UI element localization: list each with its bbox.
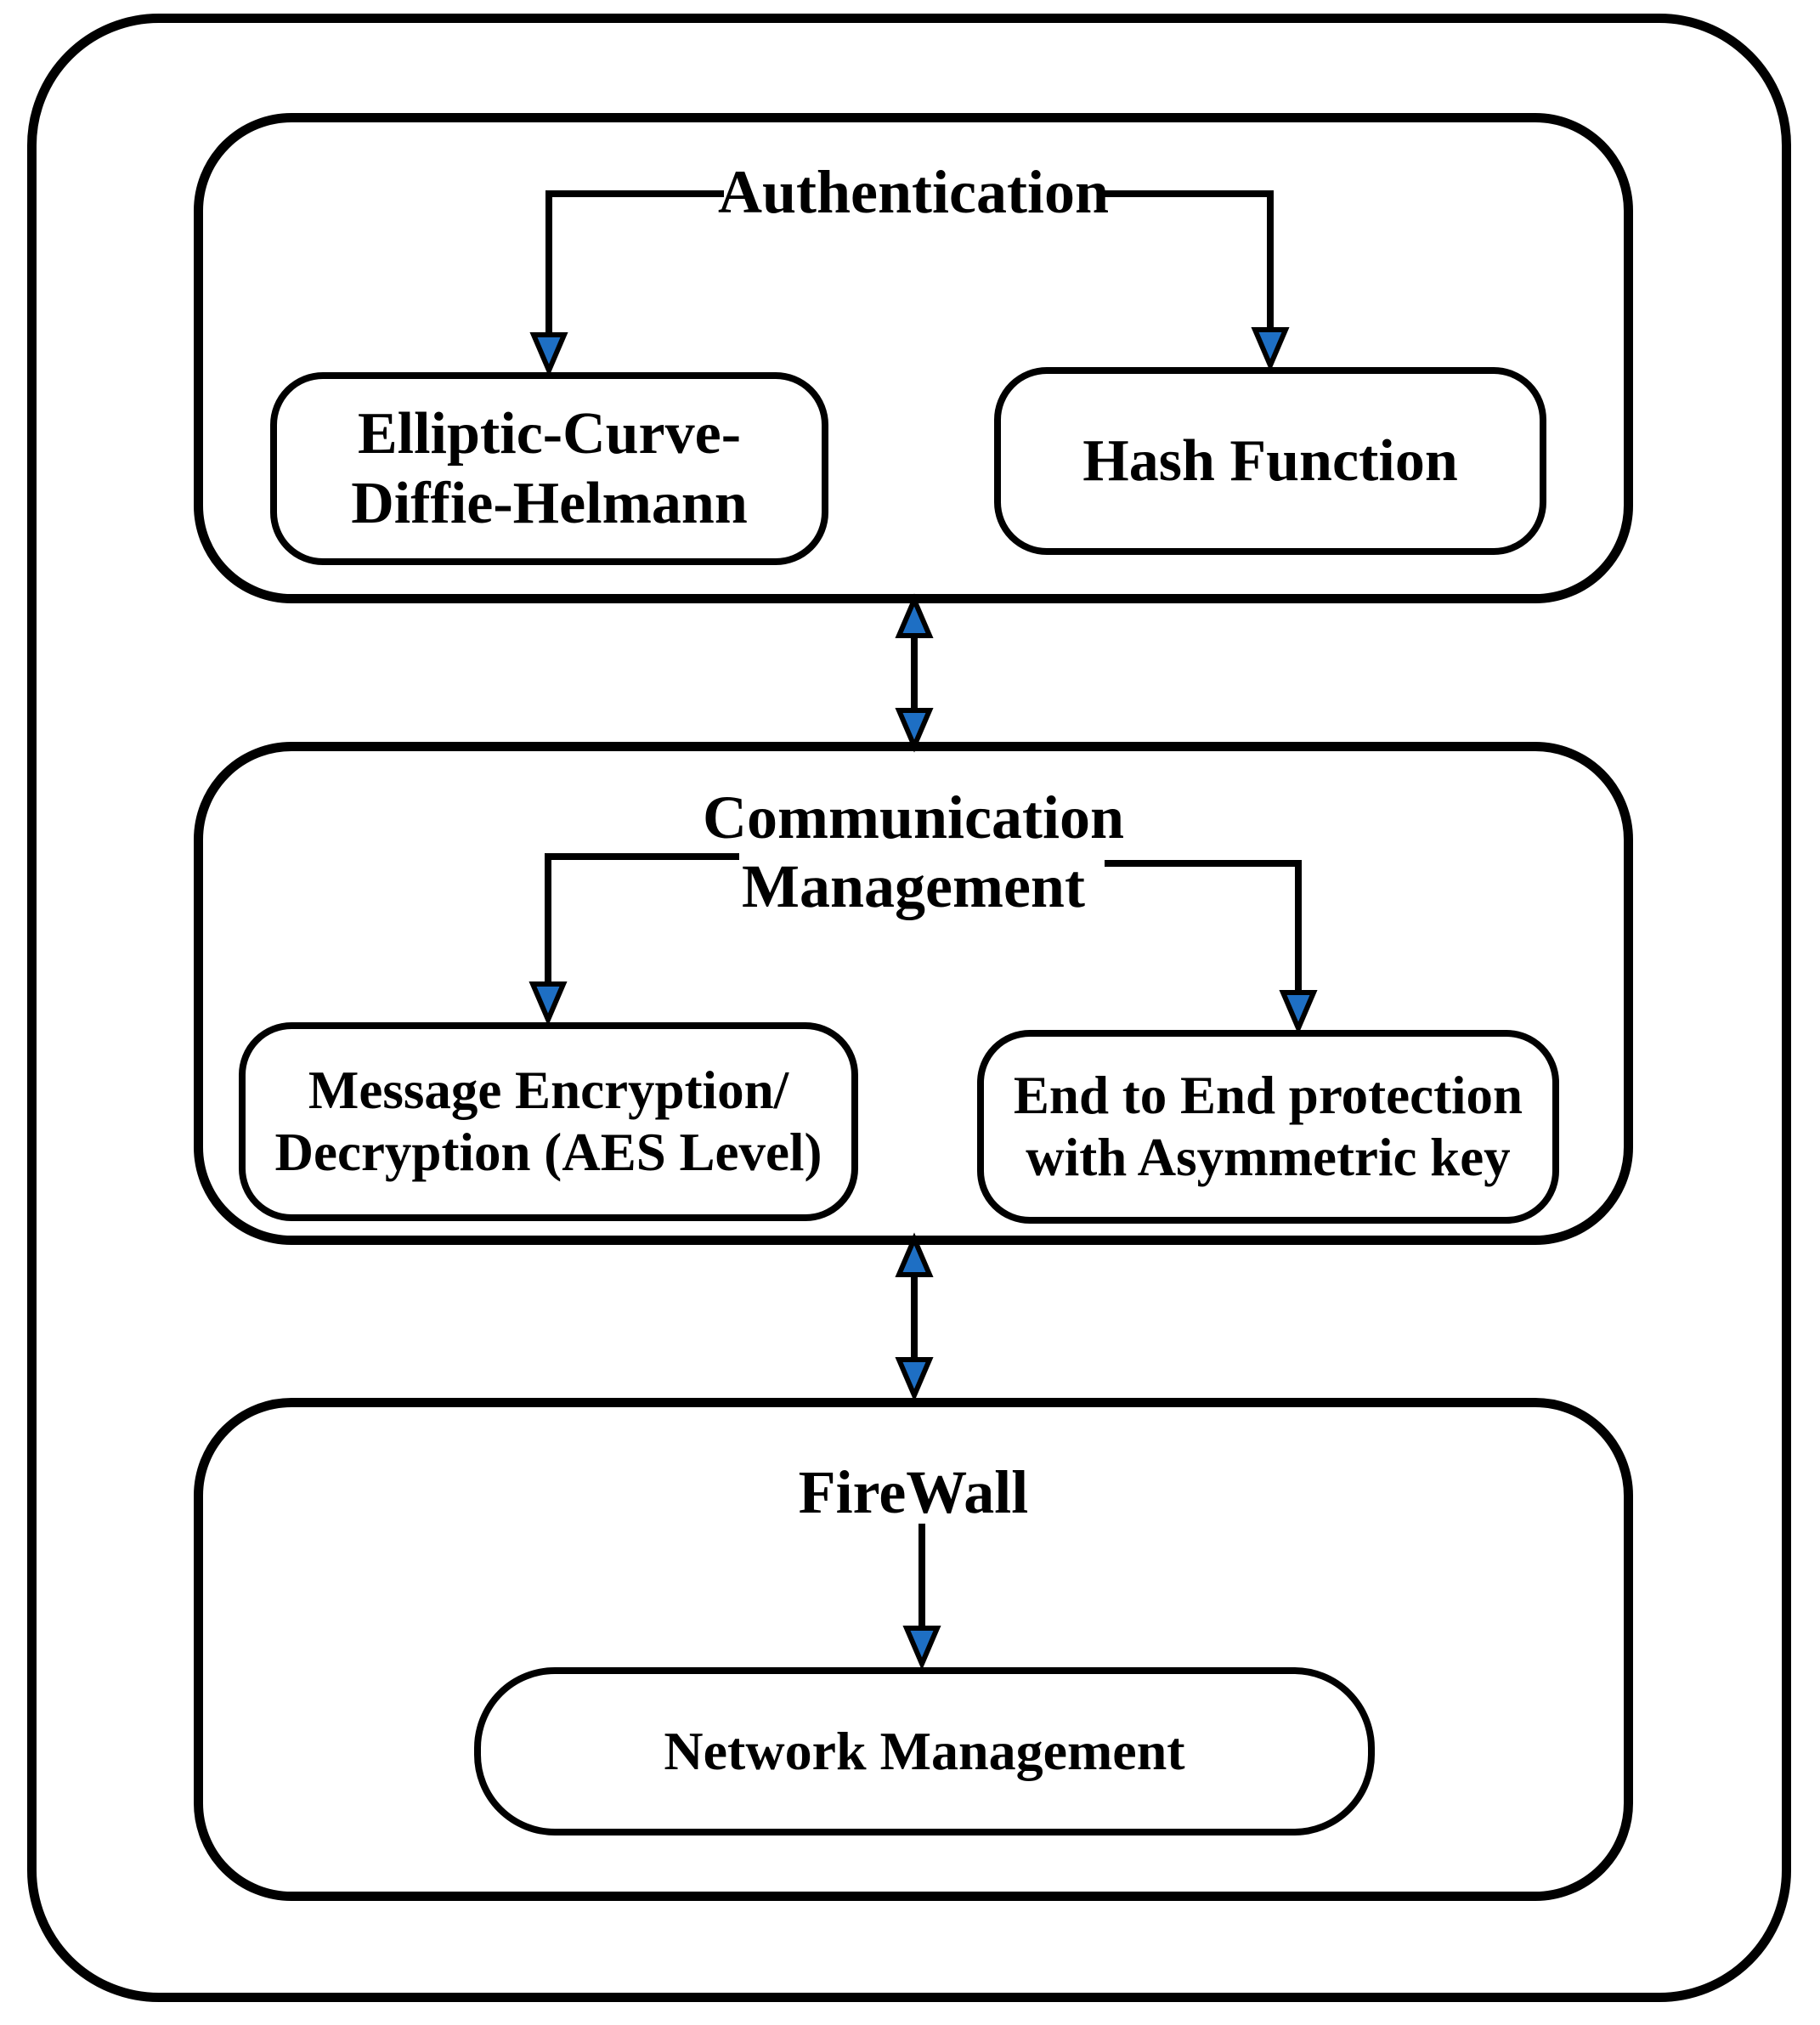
box-label-line: Diffie-Helmann [351,470,748,536]
box-network-management: Network Management [474,1667,1375,1836]
box-label-line: Hash Function [1082,427,1458,494]
box-label-line: Elliptic-Curve- [357,401,742,467]
outer-frame [27,14,1791,2002]
box-label-line: Decryption (AES Level) [274,1123,822,1182]
box-label-line: with Asymmetric key [1026,1128,1511,1187]
title-line: FireWall [798,1458,1029,1526]
section-firewall [194,1398,1633,1901]
title-line: Management [742,852,1085,921]
title-line: Authentication [717,158,1110,226]
box-message-encryption-decryption: Message Encryption/ Decryption (AES Leve… [239,1022,858,1221]
box-end-to-end-protection: End to End protection with Asymmetric ke… [977,1030,1559,1224]
box-elliptic-curve-diffie-helmann: Elliptic-Curve- Diffie-Helmann [270,372,828,565]
box-label-line: Network Management [664,1720,1185,1781]
section-title-firewall: FireWall [194,1458,1633,1527]
section-title-communication-management: Communication Management [194,783,1633,922]
title-line: Communication [702,783,1125,851]
section-title-authentication: Authentication [194,158,1633,227]
box-hash-function: Hash Function [994,367,1546,555]
box-label-line: End to End protection [1013,1065,1523,1125]
box-label-line: Message Encryption/ [308,1060,789,1120]
